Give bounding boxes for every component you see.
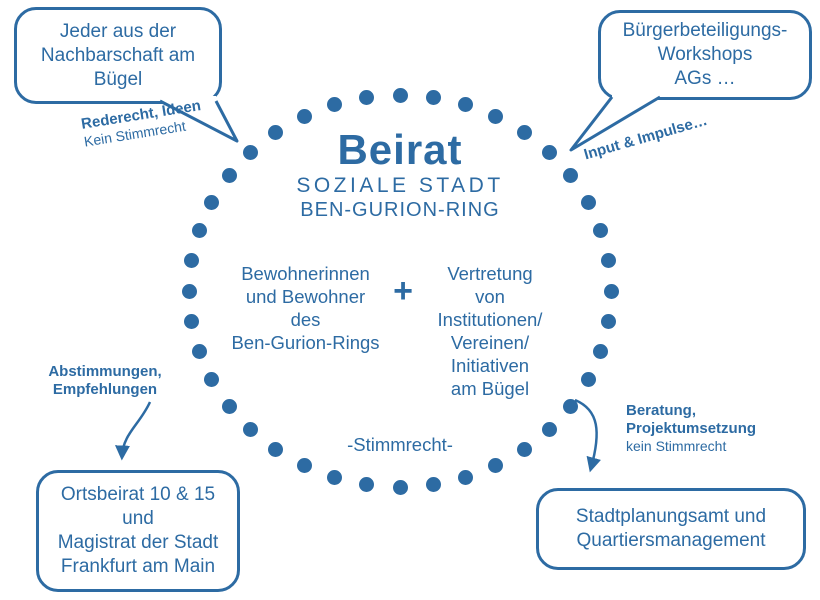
ring-dot (268, 442, 284, 458)
ring-dot (392, 87, 408, 103)
speech-bubble-neighborhood: Jeder aus der Nachbarschaft am Bügel (14, 7, 222, 104)
circle-title: Beirat (337, 126, 463, 173)
ring-dot (268, 124, 284, 140)
ring-dot (296, 458, 312, 474)
ring-dot (425, 477, 441, 493)
box-stadtplanungsamt-text: Stadtplanungsamt und Quartiersmanagement (575, 506, 767, 551)
ring-dot (516, 124, 532, 140)
ring-dot (580, 194, 596, 210)
ring-dot (593, 344, 609, 360)
speech-bubble-neighborhood-text: Jeder aus der Nachbarschaft am Bügel (40, 20, 196, 90)
ring-dot (184, 314, 200, 330)
ring-dot (603, 283, 619, 299)
ring-dot (181, 283, 197, 299)
box-ortsbeirat-magistrat-text: Ortsbeirat 10 & 15 und Magistrat der Sta… (57, 484, 219, 577)
ring-dot (243, 422, 259, 438)
ring-dot (580, 372, 596, 388)
speech-bubble-workshops-text: Bürgerbeteiligungs- Workshops AGs … (622, 20, 788, 89)
member-group-residents: Bewohnerinnen und Bewohner des Ben-Gurio… (231, 263, 380, 353)
ring-dot (541, 144, 557, 160)
ring-dot (457, 469, 473, 485)
member-group-institutions: Vertretung von Institutionen/ Vereinen/ … (437, 263, 543, 399)
circle-subtitle-ben-gurion-ring: BEN-GURION-RING (300, 199, 500, 221)
ring-dot (221, 398, 237, 414)
circle-subtitle-soziale-stadt: SOZIALE STADT (296, 174, 504, 197)
annotation-abstimmungen-bold: Abstimmungen, Empfehlungen (48, 363, 162, 398)
ring-dot (563, 168, 579, 184)
ring-dot (359, 89, 375, 105)
voting-rights-label: -Stimmrecht- (347, 434, 453, 455)
ring-dot (327, 97, 343, 113)
ring-dot (191, 222, 207, 238)
ring-dot (600, 252, 616, 268)
ring-dot (457, 97, 473, 113)
box-stadtplanungsamt: Stadtplanungsamt und Quartiersmanagement (536, 488, 806, 570)
annotation-beratung-regular: kein Stimmrecht (626, 438, 727, 454)
annotation-abstimmungen: Abstimmungen, Empfehlungen (34, 363, 176, 399)
annotation-beratung: Beratung, Projektumsetzung kein Stimmrec… (626, 402, 796, 455)
ring-dot (516, 442, 532, 458)
ring-dot (600, 314, 616, 330)
box-ortsbeirat-magistrat: Ortsbeirat 10 & 15 und Magistrat der Sta… (36, 470, 240, 592)
ring-dot (243, 144, 259, 160)
ring-dot (191, 344, 207, 360)
plus-sign: + (393, 272, 413, 310)
ring-dot (425, 89, 441, 105)
ring-dot (563, 398, 579, 414)
ring-dot (221, 168, 237, 184)
ring-dot (184, 252, 200, 268)
ring-dot (204, 372, 220, 388)
ring-dot (488, 458, 504, 474)
ring-dot (204, 194, 220, 210)
ring-dot (593, 222, 609, 238)
ring-dot (359, 477, 375, 493)
annotation-beratung-bold: Beratung, Projektumsetzung (626, 402, 757, 437)
ring-dot (296, 108, 312, 124)
ring-dot (541, 422, 557, 438)
ring-dot (327, 469, 343, 485)
speech-bubble-workshops: Bürgerbeteiligungs- Workshops AGs … (598, 10, 812, 100)
ring-dot (392, 479, 408, 495)
ring-dot (488, 108, 504, 124)
